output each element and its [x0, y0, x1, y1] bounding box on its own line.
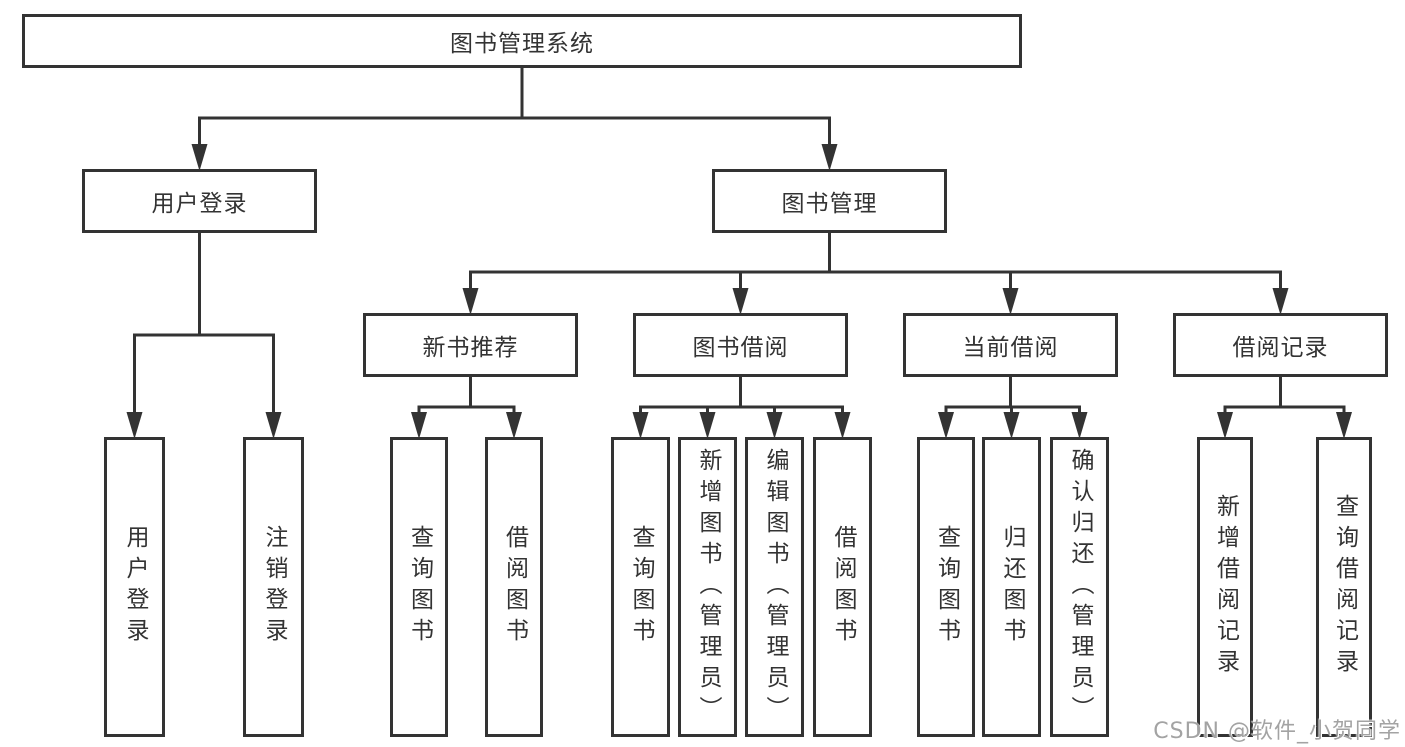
node-add-books-admin: 新增图书（管理员）	[678, 437, 737, 737]
node-query-books: 查询图书	[917, 437, 975, 737]
node-query-borrow-record: 查询借阅记录	[1316, 437, 1372, 737]
node-label: 查询图书	[406, 525, 433, 649]
node-label: 新增借阅记录	[1212, 494, 1239, 680]
node-label: 借阅记录	[1232, 335, 1329, 361]
node-book-borrow: 图书借阅	[633, 313, 848, 377]
node-user-login: 用户登录	[82, 169, 317, 233]
node-confirm-return-admin: 确认归还（管理员）	[1050, 437, 1109, 737]
node-label: 借阅图书	[830, 525, 856, 649]
node-borrow-records: 借阅记录	[1173, 313, 1388, 377]
node-new-book-recommend: 新书推荐	[363, 313, 578, 377]
node-edit-books-admin: 编辑图书（管理员）	[745, 437, 804, 737]
node-logout: 注销登录	[243, 437, 304, 737]
node-user-login-action: 用户登录	[104, 437, 165, 737]
node-label: 用户登录	[122, 525, 148, 649]
node-book-management: 图书管理	[712, 169, 947, 233]
node-label: 查询图书	[933, 525, 960, 649]
node-label: 当前借阅	[962, 335, 1059, 361]
node-current-borrow: 当前借阅	[903, 313, 1118, 377]
node-label: 确认归还（管理员）	[1067, 447, 1093, 727]
watermark: CSDN @软件_小贺同学	[1153, 719, 1401, 744]
node-label: 用户登录	[151, 191, 248, 217]
node-library-management-system: 图书管理系统	[22, 14, 1022, 68]
node-label: 新增图书（管理员）	[695, 447, 721, 727]
node-label: 查询借阅记录	[1331, 494, 1358, 680]
node-label: 归还图书	[999, 525, 1025, 649]
node-label: 注销登录	[261, 525, 287, 649]
node-label: 查询图书	[628, 525, 654, 649]
node-label: 图书管理	[781, 191, 878, 217]
node-borrow-books: 借阅图书	[485, 437, 543, 737]
node-label: 新书推荐	[422, 335, 519, 361]
node-query-books: 查询图书	[611, 437, 670, 737]
node-label: 借阅图书	[501, 525, 528, 649]
node-label: 图书管理系统	[450, 31, 594, 57]
node-label: 编辑图书（管理员）	[762, 447, 788, 727]
node-return-books: 归还图书	[982, 437, 1041, 737]
node-query-books: 查询图书	[390, 437, 448, 737]
node-add-borrow-record: 新增借阅记录	[1197, 437, 1253, 737]
node-label: 图书借阅	[692, 335, 789, 361]
node-borrow-books: 借阅图书	[813, 437, 872, 737]
